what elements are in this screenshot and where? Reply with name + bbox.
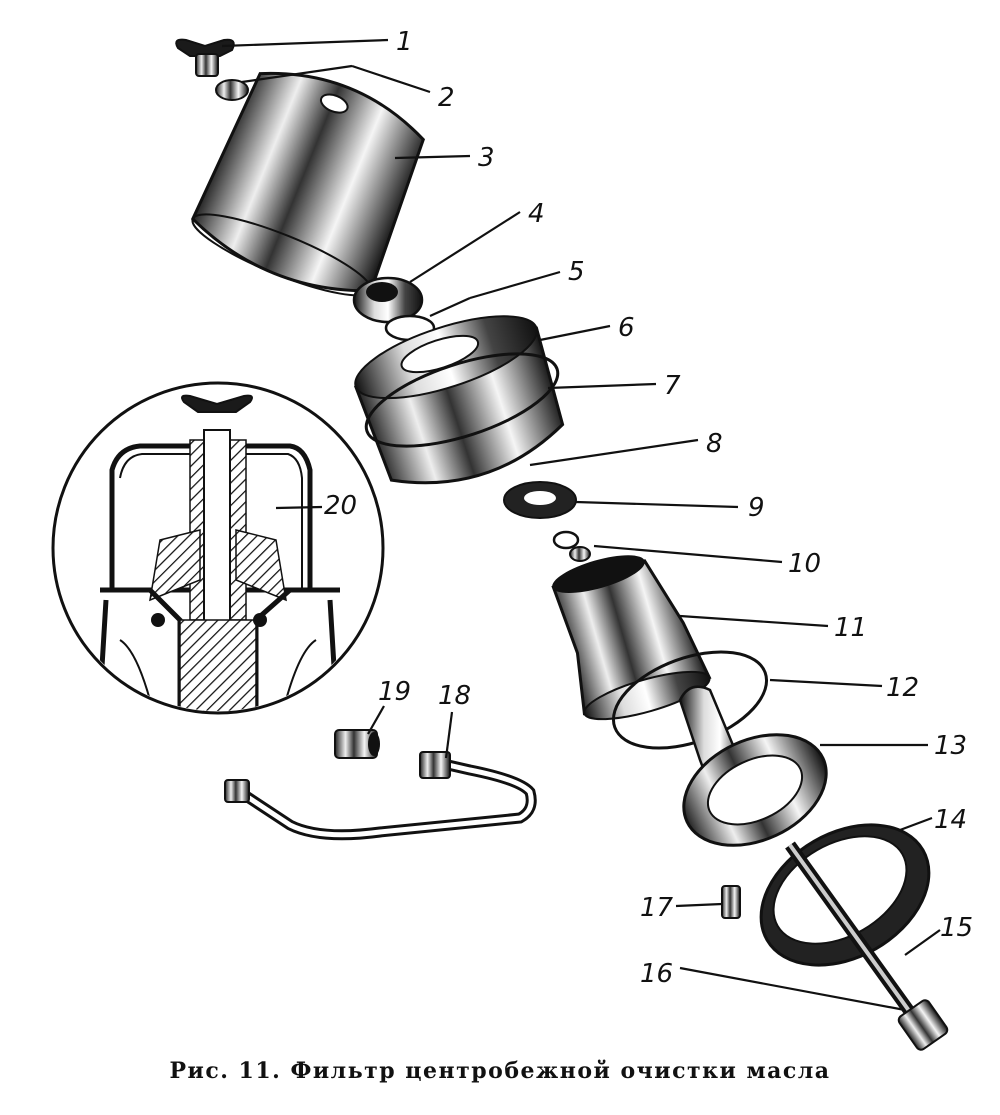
callout-19: 19 [378, 677, 411, 707]
callout-13: 13 [934, 731, 967, 761]
callout-2: 2 [438, 83, 455, 113]
callout-8: 8 [706, 429, 723, 459]
callout-3: 3 [478, 143, 495, 173]
callout-12: 12 [886, 673, 919, 703]
oil-pipe-part-18 [224, 751, 537, 841]
fitting-part-17 [721, 885, 741, 919]
callout-18: 18 [438, 681, 471, 711]
washer-part-2 [215, 79, 249, 101]
callout-labels: 1 2 3 4 5 6 7 8 9 10 11 12 13 14 15 16 1… [324, 27, 973, 989]
callout-5: 5 [568, 257, 585, 287]
fitting-part-19 [334, 729, 380, 759]
callout-17: 17 [640, 893, 674, 923]
callout-9: 9 [748, 493, 765, 523]
base-part-13 [678, 685, 828, 847]
leader-lines [221, 38, 941, 1012]
callout-10: 10 [788, 549, 821, 579]
callout-11: 11 [834, 613, 867, 643]
figure-caption: Рис. 11. Фильтр центробежной очистки мас… [169, 1058, 831, 1084]
wing-nut-part-1 [175, 38, 235, 77]
rotor-part-7 [354, 315, 565, 485]
stud-part-15-16 [785, 841, 949, 1051]
callout-15: 15 [940, 913, 973, 943]
callout-16: 16 [640, 959, 673, 989]
filter-ring-part-9 [503, 481, 577, 519]
callout-14: 14 [934, 805, 967, 835]
callout-6: 6 [618, 313, 635, 343]
knurled-nut-part-4 [352, 276, 424, 324]
callout-7: 7 [664, 371, 681, 401]
callout-4: 4 [528, 199, 545, 229]
cross-section-inset-part-20 [51, 381, 385, 715]
nut-part-10 [552, 530, 591, 562]
ring-part-6 [364, 352, 560, 448]
callout-20: 20 [324, 491, 357, 521]
callout-1: 1 [396, 27, 413, 57]
